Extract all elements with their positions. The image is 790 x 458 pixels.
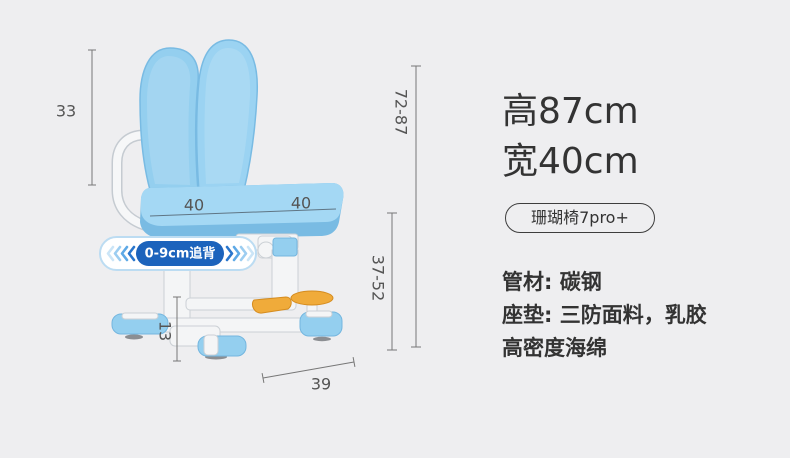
seat-cushion: [140, 183, 344, 239]
footrest-pad-right: [290, 290, 334, 306]
chair-base: [111, 310, 343, 360]
spec-cushion-material: 座垫: 三防面料，乳胶: [502, 303, 707, 327]
dim-label-seat-width-left: 40: [184, 196, 204, 215]
badge-text: 0-9cm追背: [145, 246, 216, 262]
dim-label-base-depth: 39: [311, 375, 331, 394]
right-support-column: [271, 237, 299, 303]
backrest-right-highlight: [204, 48, 251, 184]
seat-top: [141, 183, 344, 226]
dim-label-seat-width-right: 40: [291, 194, 311, 213]
height-spec: 高87cm: [502, 91, 639, 132]
width-spec: 宽40cm: [502, 141, 639, 182]
chevrons-right-icon: [225, 245, 255, 262]
dim-base-depth: 39: [261, 357, 356, 394]
back-support-tube: [111, 129, 150, 231]
chevrons-left-icon: [106, 245, 136, 262]
dim-footrest-height: 13: [156, 296, 181, 362]
dim-label-backrest-height: 33: [56, 102, 76, 121]
footrest-pad-left: [251, 296, 292, 314]
spec-cushion-foam: 高密度海绵: [502, 336, 607, 360]
dim-label-footrest-height: 13: [156, 321, 175, 341]
dim-label-total-height: 72-87: [392, 89, 411, 136]
back-adjust-badge: 0-9cm追背: [99, 236, 257, 271]
backrest: [139, 39, 259, 193]
footrest: [185, 290, 334, 314]
dim-seat-width: 40 40: [149, 194, 337, 217]
backrest-left-highlight: [147, 56, 191, 185]
spec-tube-material: 管材: 碳钢: [502, 270, 602, 294]
dim-backrest-height: 33: [56, 49, 96, 186]
dim-total-height: 72-87: [392, 65, 421, 348]
model-tag: 珊瑚椅7pro+: [505, 203, 655, 233]
dim-label-seat-height: 37-52: [369, 255, 388, 302]
dim-seat-height: 37-52: [369, 212, 397, 351]
